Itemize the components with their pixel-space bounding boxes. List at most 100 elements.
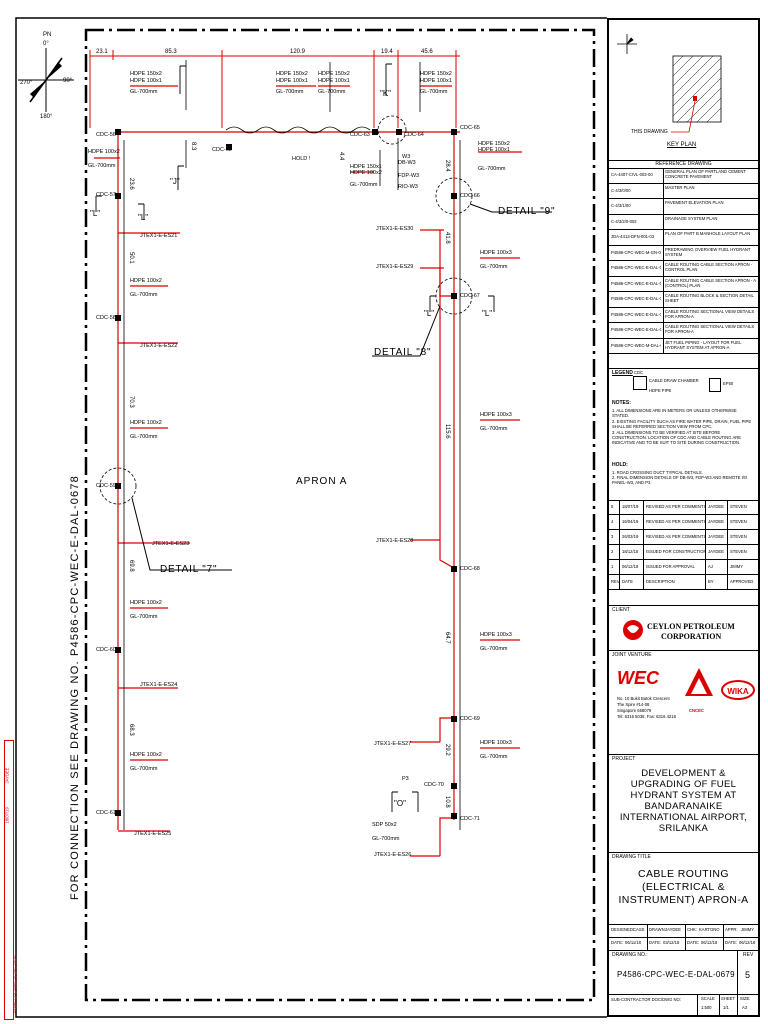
legend-ep: EP50 bbox=[723, 381, 734, 386]
pipe-f1: HDPE 100x2 bbox=[88, 149, 120, 155]
designed-label: DESIGNED: bbox=[611, 927, 635, 932]
pipe-k1: HDPE 100x2 bbox=[130, 752, 162, 758]
project-title: DEVELOPMENT & UPGRADING OF FUEL HYDRANT … bbox=[619, 768, 748, 834]
revision-cell: STEVEN bbox=[727, 515, 758, 529]
notes-list: 1. ALL DIMENSIONS ARE IN METERS OR UNLES… bbox=[612, 408, 754, 446]
subcontractor-label: SUB-CONTRACTOR DOC/DWG NO: bbox=[611, 997, 681, 1002]
jtex-es23: JTEX1-E-ES23 bbox=[152, 541, 189, 547]
reference-number: P4586-CPC-WEC-E-DAL-0676 bbox=[611, 265, 661, 270]
legend-cdc: CDC bbox=[634, 370, 644, 375]
note-item: 3. ALL DIMENSIONS TO BE VERIFIED AT SITE… bbox=[612, 430, 742, 445]
jtex-es24: JTEX1-E-ES24 bbox=[140, 682, 177, 688]
reference-title: PREDRAWING OVERVIEW FUEL HYDRANT SYSTEM bbox=[665, 246, 751, 257]
drawing-number-row: DRAWING NO.: P4586-CPC-WEC-E-DAL-0679 RE… bbox=[609, 950, 758, 994]
reference-row: P4586-CPC-WEC-E-DAL-0677CABLE ROUTING CA… bbox=[609, 276, 758, 292]
jtex-es28: JTEX1-E-ES28 bbox=[376, 538, 413, 544]
reference-row: P4586-CPC-WEC-E-DAL-0676CABLE ROUTING CA… bbox=[609, 261, 758, 277]
plan-drawing: PN 0° 270° 90° 180° FOR CONNECTION SEE D… bbox=[15, 17, 607, 1018]
detail-7: DETAIL "7" bbox=[160, 564, 217, 575]
cdc-68: CDC-68 bbox=[460, 566, 480, 572]
revision-cell: 18/07/19 bbox=[619, 500, 643, 514]
revision-cell: 2 bbox=[611, 549, 614, 554]
date-label-1: DATE: bbox=[611, 940, 624, 945]
hold-item: 2. FINAL DIMENSION DETAILS OF DB-W3, FDP… bbox=[612, 475, 748, 485]
north-180: 180° bbox=[40, 114, 53, 120]
cdc-70: CDC-70 bbox=[424, 782, 444, 788]
chk-label: CHK: bbox=[687, 927, 698, 932]
reference-number: C-4/3/1/00 bbox=[611, 203, 631, 208]
pipe-h2: GL-700mm bbox=[130, 292, 158, 298]
reference-title: CABLE ROUTING CABLE SECTION APRON - A (C… bbox=[665, 277, 756, 288]
reference-title: MASTER PLAN bbox=[665, 184, 695, 190]
date-label-2: DATE: bbox=[649, 940, 662, 945]
cdc-66: CDC-66 bbox=[460, 193, 480, 199]
revision-cell: 3 bbox=[611, 534, 614, 539]
scale-row: SUB-CONTRACTOR DOC/DWG NO: SCALE 1:500 S… bbox=[609, 994, 758, 1015]
note-item: 2. EXISTING FACILITY SUCH AS FIRE WATER … bbox=[612, 419, 752, 429]
reference-number: CA-4407-CIVL-003-00 bbox=[611, 172, 653, 177]
db-w3: DB-W3 bbox=[398, 160, 416, 166]
scale-value: 1:500 bbox=[701, 1005, 712, 1010]
jtex-es22: JTEX1-E-ES22 bbox=[140, 343, 177, 349]
pipe-h1: HDPE 100x2 bbox=[130, 278, 162, 284]
title-block: THIS DRAWING KEY PLAN REFERENCE DRAWING … bbox=[607, 18, 760, 1017]
drawing-no-label: DRAWING NO.: bbox=[612, 952, 648, 958]
strip-dwg: P4586-CPC-WEC-E-DAL-0679 bbox=[12, 955, 18, 1014]
sheet-label: SHEET bbox=[721, 996, 735, 1001]
section-l-1: "L" bbox=[90, 209, 100, 218]
reference-row: P4586-CPC-WEC-E-DAL-0683CABLE ROUTING BL… bbox=[609, 292, 758, 308]
dim-right-5: 29.2 bbox=[444, 744, 450, 756]
pipe-c1: HDPE 150x2 bbox=[318, 71, 350, 77]
date-4: 06/12/18 bbox=[739, 940, 756, 945]
sheet-value: 1/1 bbox=[723, 1005, 729, 1010]
pipe-l2: GL-700mm bbox=[480, 264, 508, 270]
section-l-3: "L" bbox=[424, 309, 434, 318]
hold-list: 1. ROAD CROSSING DUCT TYPICAL DETAILS.2.… bbox=[612, 470, 754, 485]
cdc-69: CDC-69 bbox=[460, 716, 480, 722]
legend-cdc-text: CABLE DRAW CHAMBER bbox=[649, 378, 699, 383]
notes-title: NOTES: bbox=[612, 400, 631, 406]
dim-misc-2: 4.4 bbox=[338, 152, 344, 161]
pipe-m2: GL-700mm bbox=[480, 426, 508, 432]
sheet-border bbox=[15, 17, 607, 1018]
client-name-2: CORPORATION bbox=[661, 632, 722, 641]
pipe-a1: HDPE 150x2 bbox=[130, 71, 162, 77]
wec-logo: WEC bbox=[617, 668, 659, 688]
date-2: 03/12/18 bbox=[663, 940, 680, 945]
pipe-j1: HDPE 100x2 bbox=[130, 600, 162, 606]
dim-top-3: 120.9 bbox=[290, 49, 306, 55]
dim-right-6: 10.8 bbox=[444, 796, 450, 808]
client-label: CLIENT bbox=[612, 607, 630, 613]
reference-title: PAVEMENT ELEVATION PLAN bbox=[665, 200, 724, 205]
reference-row: P4586-CPC-WEC-M-GN-0001PREDRAWING OVERVI… bbox=[609, 245, 758, 261]
revision-cell: REVISED AS PER COMMENTS bbox=[643, 530, 705, 544]
hold-item: 1. ROAD CROSSING DUCT TYPICAL DETAILS. bbox=[612, 470, 703, 475]
reference-number: P4586-CPC-WEC-E-DAL-0684 bbox=[611, 311, 661, 317]
reference-row: P4586-CPC-WEC-M-DAL-0227JET FUEL PIPING … bbox=[609, 338, 758, 354]
drawing-frame bbox=[84, 28, 596, 1002]
reference-title: JET FUEL PIPING - LAYOUT FOR FUEL HYDRAN… bbox=[665, 339, 742, 350]
revision-cell: 1 bbox=[611, 564, 614, 569]
rev-number: 5 bbox=[745, 970, 751, 980]
pipe-g1: HDPE 150x1 bbox=[350, 164, 382, 170]
revision-cell: 26/03/19 bbox=[619, 530, 643, 544]
drawn-label: DRAWN: bbox=[649, 927, 666, 932]
dim-left-2: 50.1 bbox=[128, 252, 134, 264]
reference-row: P4586-CPC-WEC-E-DAL-0684CABLE ROUTING SE… bbox=[609, 307, 758, 323]
reference-title: DRAINAGE SYSTEM PLAN bbox=[665, 215, 718, 221]
pipe-e2: HDPE 100x1 bbox=[478, 147, 510, 153]
chk-by: KARTONO bbox=[699, 927, 720, 932]
cdc-64: CDC-64 bbox=[404, 132, 424, 138]
dim-left-1: 23.6 bbox=[128, 178, 134, 190]
jtex-es29: JTEX1-E-ES29 bbox=[376, 264, 413, 270]
jtex-es26: JTEX1-E-ES26 bbox=[374, 852, 411, 858]
reference-number: C-4/3/0/00 bbox=[611, 187, 631, 193]
revision-cell: AJ bbox=[705, 560, 727, 574]
revision-cell: JIMMY bbox=[727, 560, 758, 574]
cdc-63: CDC-63 bbox=[350, 132, 370, 138]
dim-right-1: 28.4 bbox=[444, 160, 450, 172]
